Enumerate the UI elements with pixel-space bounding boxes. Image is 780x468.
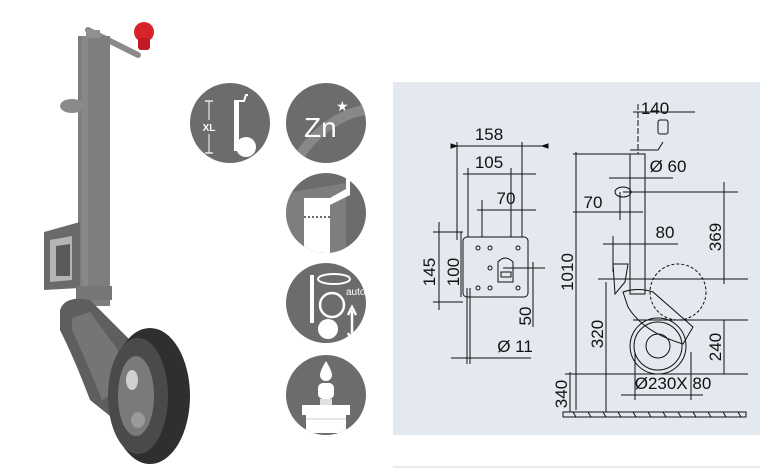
side-view: 140 Ø 60 70 80 1010 369 — [552, 99, 748, 418]
grease-nipple-icon — [286, 355, 366, 435]
auto-swivel-icon: auto — [286, 263, 366, 343]
ground-line — [562, 411, 747, 418]
xl-label: XL — [203, 123, 216, 134]
technical-drawing: 158 105 70 145 100 — [420, 99, 748, 418]
dim-320: 320 — [588, 320, 607, 348]
wheel — [108, 328, 190, 464]
dim-145: 145 — [420, 258, 439, 286]
dim-50: 50 — [516, 307, 535, 326]
dim-80: 80 — [656, 223, 675, 242]
drop-icon — [320, 361, 332, 381]
star-icon: ★ — [336, 98, 349, 114]
plate-view: 158 105 70 145 100 — [420, 125, 549, 364]
bracket-lug — [60, 99, 84, 113]
bottom-divider — [393, 466, 760, 468]
dim-hole: Ø 11 — [497, 337, 533, 356]
red-knob — [134, 22, 154, 50]
zn-label: Zn — [304, 112, 337, 143]
dim-240: 240 — [706, 333, 725, 361]
dim-tube: Ø 60 — [650, 157, 687, 176]
dim-340: 340 — [552, 380, 571, 408]
dim-70-side: 70 — [584, 193, 603, 212]
zinc-plated-icon: Zn ★ — [286, 83, 366, 163]
dim-70-plate: 70 — [497, 189, 516, 208]
technical-drawing-panel: 158 105 70 145 100 — [393, 82, 760, 435]
dim-140: 140 — [641, 99, 669, 118]
clamp-bracket-icon — [286, 173, 366, 253]
dim-158: 158 — [475, 125, 503, 144]
dim-wheel: Ø230X 80 — [635, 374, 712, 393]
dim-105: 105 — [475, 153, 503, 172]
dim-369: 369 — [706, 223, 725, 251]
dim-100: 100 — [444, 258, 463, 286]
dim-1010: 1010 — [558, 253, 577, 291]
clamp-bracket — [44, 222, 80, 290]
auto-label: auto — [346, 287, 366, 298]
jockey-wheel-photo — [44, 22, 190, 464]
extra-long-icon: XL — [190, 83, 270, 163]
